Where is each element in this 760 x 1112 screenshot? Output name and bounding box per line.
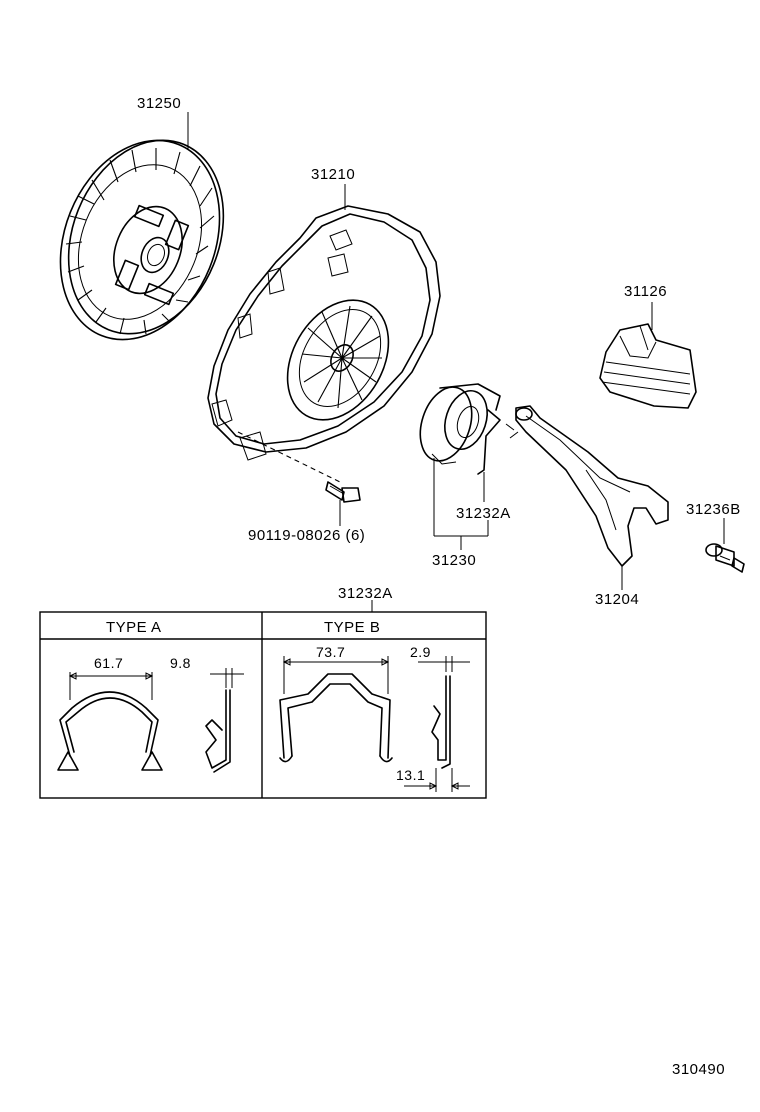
type-a-clip-front <box>57 672 163 771</box>
label-release-fork: 31204 <box>595 591 640 608</box>
pivot-ball-stud <box>705 543 745 573</box>
dim-type-a-depth: 9.8 <box>170 655 191 671</box>
release-fork-boot <box>599 323 697 409</box>
dim-type-b-depth: 2.9 <box>410 644 431 660</box>
table-header-type-a: TYPE A <box>106 619 162 636</box>
label-clutch-cover: 31210 <box>311 166 356 183</box>
type-b-clip-front <box>279 656 393 763</box>
release-bearing <box>419 383 501 475</box>
clip-type-table <box>39 611 487 799</box>
type-a-clip-side <box>205 668 244 773</box>
clutch-cover <box>207 205 441 483</box>
leader-lines <box>187 112 725 612</box>
clutch-disc <box>59 139 225 341</box>
bolt <box>325 481 361 503</box>
label-boot: 31126 <box>624 283 668 300</box>
label-bolt: 90119-08026 (6) <box>248 527 366 544</box>
label-bearing-clip: 31232A <box>456 505 511 522</box>
label-clutch-disc: 31250 <box>137 95 182 112</box>
dim-type-b-height: 13.1 <box>396 767 426 783</box>
label-clip-header: 31232A <box>338 585 393 602</box>
label-pivot: 31236B <box>686 501 741 518</box>
label-release-bearing: 31230 <box>432 552 477 569</box>
drawing-number: 310490 <box>672 1061 726 1078</box>
release-fork <box>505 405 669 567</box>
table-header-type-b: TYPE B <box>324 619 381 636</box>
dim-type-b-width: 73.7 <box>316 644 346 660</box>
type-b-clip-side <box>404 656 470 792</box>
dim-type-a-width: 61.7 <box>94 655 124 671</box>
